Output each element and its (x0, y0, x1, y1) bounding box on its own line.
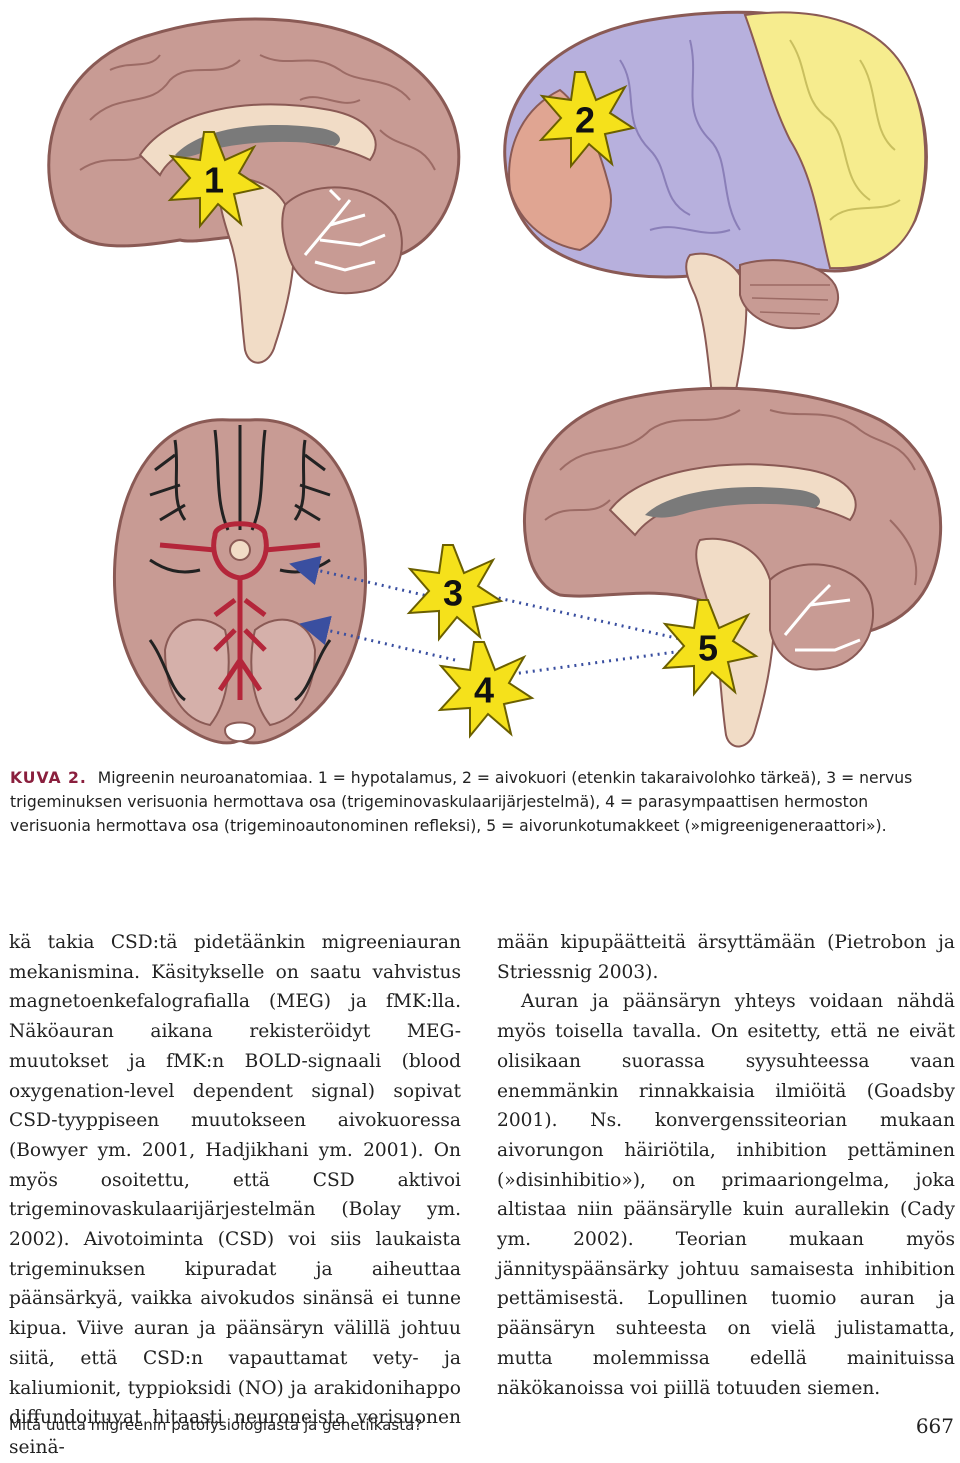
lateral-ventricle-2 (645, 487, 820, 518)
occipital-lobe (743, 11, 927, 270)
star-4-label: 4 (474, 670, 494, 711)
body-column-right: mään kipupäätteitä ärsyttämään (Pietrobo… (497, 928, 955, 1403)
midsagittal-brain-bottom-right (522, 386, 943, 748)
line-star3-to-brainstem (484, 593, 686, 642)
star-3: 3 (406, 544, 504, 642)
star-4: 4 (437, 641, 535, 739)
arrow-to-trigeminal (289, 555, 446, 602)
body-paragraph-left: kä takia CSD:tä pidetäänkin migreeniaura… (9, 932, 461, 1458)
star-2: 2 (538, 71, 636, 169)
star-2-label: 2 (575, 100, 595, 141)
body-paragraph-right-1: mään kipupäätteitä ärsyttämään (Pietrobo… (497, 932, 955, 983)
lateral-brain-top-right (503, 10, 928, 408)
running-footer-title: Mitä uutta migreenin patofysiologiasta j… (9, 1416, 423, 1434)
neuroanatomy-figure: 1 2 3 4 5 (47, 10, 943, 748)
figure-caption: KUVA 2. Migreenin neuroanatomiaa. 1 = hy… (10, 766, 952, 838)
arrow-to-parasympathetic (299, 615, 456, 662)
cerebellum-lateral (739, 259, 840, 330)
star-1: 1 (167, 131, 265, 229)
line-star4-to-brainstem (504, 648, 691, 677)
star-3-label: 3 (443, 573, 463, 614)
body-paragraph-right-2: Auran ja päänsäryn yhteys voidaan nähdä … (497, 991, 955, 1399)
midsagittal-brain-top-left (47, 17, 461, 364)
basal-brain-bottom-left (112, 418, 368, 745)
page-number: 667 (915, 1414, 954, 1438)
star-1-label: 1 (204, 160, 224, 201)
pathway-arrows (289, 555, 691, 677)
cerebellum (281, 186, 403, 295)
star-5-label: 5 (698, 628, 718, 669)
brainstem-lateral (685, 252, 748, 408)
caption-label: KUVA 2. (10, 769, 87, 787)
star-5: 5 (661, 599, 759, 697)
caption-text: Migreenin neuroanatomiaa. 1 = hypotalamu… (10, 769, 913, 835)
circle-of-willis (159, 521, 321, 700)
body-column-left: kä takia CSD:tä pidetäänkin migreeniaura… (9, 928, 461, 1463)
cerebellum-2 (769, 563, 875, 671)
lateral-ventricle (175, 125, 340, 158)
cerebral-vessels (148, 425, 332, 702)
